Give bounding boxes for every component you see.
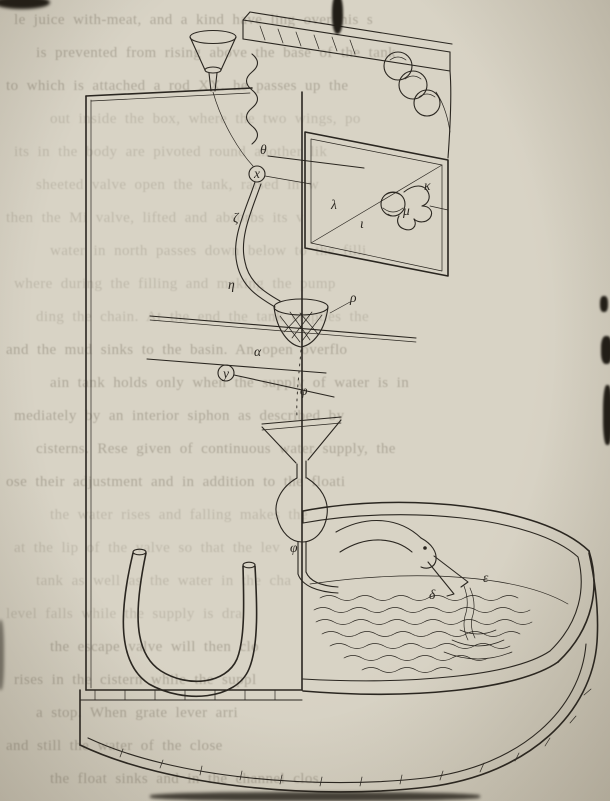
cabinet-box	[85, 87, 303, 691]
feed-chute	[242, 11, 453, 159]
middle-rods	[146, 301, 417, 398]
label-mu: μ	[402, 203, 410, 218]
greek-labels: θ x λ μ ζ ι κ η ρ α y φ φ δ ε	[221, 142, 489, 602]
label-zeta: ζ	[233, 210, 240, 225]
label-rho: ρ	[349, 290, 357, 305]
label-gamma: y	[221, 366, 229, 381]
eta-tube	[235, 181, 281, 308]
ghost-text-line: out inside the box, where the two wings,…	[50, 111, 361, 127]
ghost-text-line: sheeted valve open the tank, raised in w	[36, 177, 320, 193]
label-kappa: κ	[424, 178, 431, 193]
ghost-text-line: the float sinks and in the channel clos	[50, 771, 319, 787]
label-eta: η	[228, 277, 235, 292]
ghost-text-line: its in the body are pivoted round anothe…	[14, 144, 328, 160]
top-funnel	[189, 29, 254, 167]
cutaway-scallop-edge	[245, 53, 259, 145]
label-alpha: α	[254, 344, 262, 359]
ghost-text-line: cisterns. Rese given of continuous water…	[36, 441, 396, 457]
ball-rollers	[383, 51, 451, 133]
label-phi: φ	[300, 383, 308, 398]
ghost-text-line: where during the filling and making the …	[14, 276, 336, 292]
base-plinth	[79, 552, 599, 793]
duck-head	[335, 520, 476, 641]
ghost-text-line: to which is attached a rod XX. he passes…	[6, 78, 349, 94]
theta-rod-assembly	[248, 155, 365, 185]
ghost-text-line: rises in the cistern while the suppl	[14, 672, 257, 688]
ghost-text-line: tank as well as the water in the cha	[36, 573, 292, 589]
basin	[302, 501, 595, 696]
ghost-text-line: a stop. When grate lever arri	[36, 705, 239, 721]
ghost-text-line: and still the water of the close	[6, 738, 223, 754]
water-ripples	[309, 575, 569, 673]
side-panel	[304, 131, 449, 277]
label-epsilon: ε	[483, 570, 489, 585]
sieve-basket	[273, 298, 329, 418]
u-pipe	[122, 548, 258, 698]
ghost-text-line: ain tank holds only when the supply of w…	[50, 375, 410, 391]
ghost-text-line: at the lip of the valve so that the lev	[14, 540, 281, 556]
ghost-text-line: the water rises and falling makes the	[50, 507, 308, 523]
ghost-text-line: then the Mi valve, lifted and absorbs it…	[6, 210, 304, 226]
label-delta: δ	[429, 587, 436, 602]
duck-eye	[423, 546, 427, 550]
ghost-text-line: the escape valve will then clo	[50, 639, 260, 655]
label-lambda: λ	[330, 197, 337, 212]
ghost-text-line: mediately by an interior siphon as descr…	[14, 408, 345, 424]
label-theta: θ	[260, 142, 267, 157]
label-phi-lower: φ	[290, 540, 298, 555]
ghost-text-line: le juice with-meat, and a kind have ling…	[14, 12, 374, 28]
flask-vessel	[275, 477, 339, 594]
label-chi: x	[253, 166, 260, 181]
ghost-text-line: water in north passes down below to the …	[50, 243, 367, 259]
claw-and-ball	[380, 185, 449, 231]
lower-funnel	[261, 416, 342, 479]
ghost-text-line: ding the chain. At the end the tank empt…	[36, 309, 370, 325]
label-iota: ι	[360, 216, 364, 231]
